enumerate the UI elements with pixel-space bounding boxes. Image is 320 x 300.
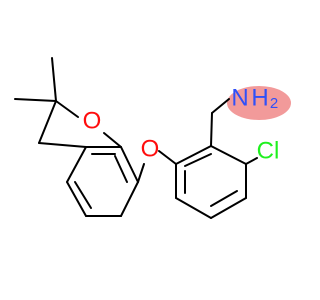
bond-c4-c5 [66,181,87,217]
bond-c2-ch3-left [14,98,57,102]
oxygen-ether-label: O [141,135,160,162]
nitrogen-label: N [231,84,248,111]
inner-bond-aryl-1 [184,153,212,167]
bond-c3-c3a [38,142,87,148]
bond-c1-c2 [175,145,212,165]
oxygen-ring-label: O [83,107,102,134]
bond-c2-ch2 [210,112,213,147]
amine-hydrogen-count: 2 [270,95,278,112]
bond-ch2-nitrogen [211,98,230,114]
bond-c7-c7a [120,146,139,183]
inner-bond-benzofuran-2 [114,155,128,183]
dihydrobenzofuran-bonds [14,57,145,217]
bond-c3a-c4 [66,146,87,183]
amine-highlight [227,86,291,120]
bond-c2-ch3-right [51,57,57,102]
bond-c6-c7 [120,181,139,217]
bond-c2-c3 [210,145,247,165]
inner-bond-aryl-2 [210,190,238,207]
chemical-structure-canvas: O O Cl N H 2 [14,57,291,219]
bond-c7-ether-oxygen [137,163,145,183]
bond-c2-c3 [38,100,57,144]
inner-bond-benzofuran-1 [74,181,92,209]
bond-ether-oxygen-c1 [158,150,177,165]
amine-label: N H 2 [231,84,278,112]
bond-c3-chlorine [245,157,258,165]
bond-c2-oxygen [55,100,79,118]
aryl-ring-bonds [158,98,258,219]
chemical-structure-svg: O O Cl N H 2 [14,57,291,219]
amine-hydrogen-label: H [251,84,268,111]
bond-c4-c5 [210,197,247,219]
bond-oxygen-c7a [103,132,122,148]
bond-c5-c6 [175,197,212,219]
chlorine-label: Cl [257,137,280,164]
